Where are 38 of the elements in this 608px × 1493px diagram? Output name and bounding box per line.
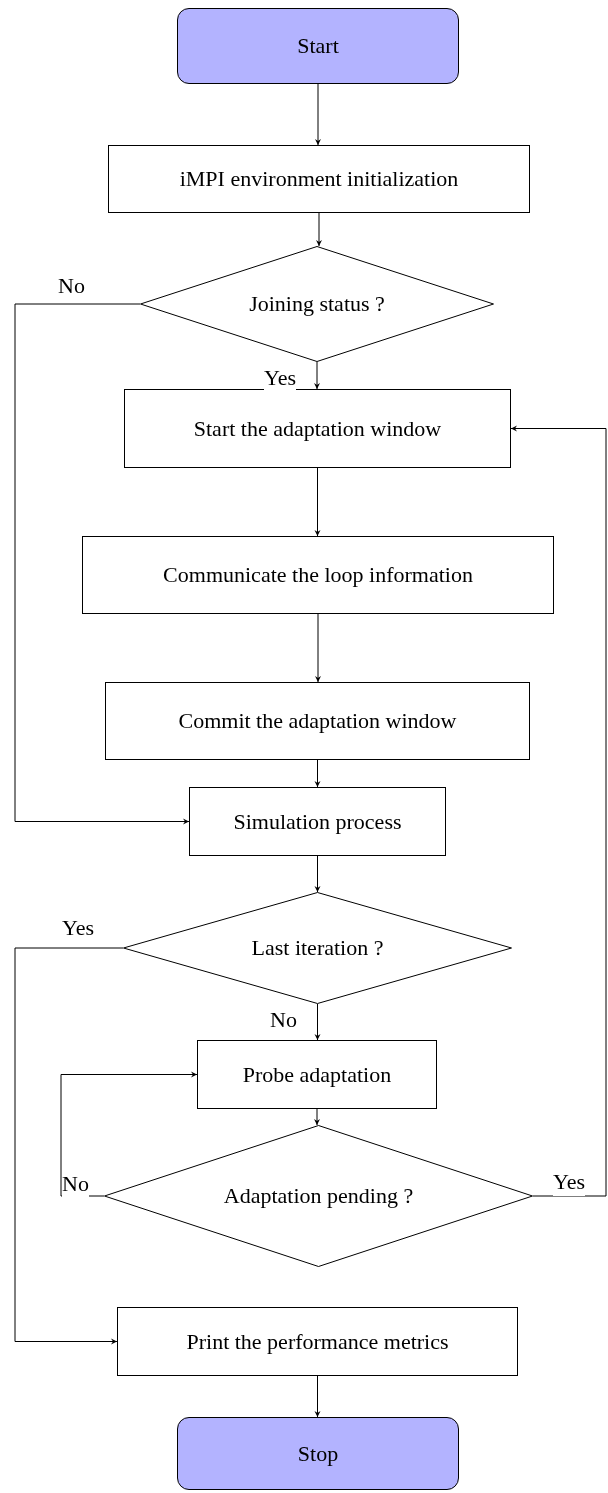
arrow [314, 1108, 320, 1126]
decision-diamond [104, 1125, 533, 1267]
terminal-box [177, 1417, 459, 1490]
decision-diamond [123, 892, 512, 1004]
node-label: Probe adaptation [242, 1060, 392, 1089]
arrow [14, 303, 190, 825]
arrow [316, 212, 322, 247]
arrow [60, 1071, 198, 1197]
arrow [314, 467, 321, 537]
node-label: Last iteration ? [251, 934, 384, 962]
arrow [314, 361, 320, 390]
terminal-box [177, 8, 459, 84]
process-box [108, 145, 530, 213]
process-box [117, 1307, 518, 1376]
node-label: iMPI environment initialization [179, 165, 459, 193]
node-label: Communicate the loop information [163, 561, 473, 589]
node-label: Start [297, 32, 339, 60]
node-label: Commit the adaptation window [178, 707, 457, 735]
node-label: Stop [297, 1439, 339, 1468]
process-box [197, 1040, 437, 1109]
arrow [314, 1003, 321, 1041]
arrow [14, 947, 124, 1345]
decision-diamond [140, 246, 494, 362]
node-label: Print the performance metrics [186, 1327, 449, 1356]
process-box [124, 389, 511, 468]
node-label: Joining status ? [249, 290, 385, 318]
process-box [189, 787, 446, 856]
arrow [314, 759, 321, 788]
node-label: Adaptation pending ? [223, 1182, 414, 1210]
process-box [82, 536, 554, 614]
node-label: Start the adaptation window [193, 414, 442, 443]
arrow [314, 1375, 321, 1418]
node-label: Simulation process [233, 807, 402, 836]
arrow [510, 425, 607, 1197]
arrow [314, 855, 321, 893]
arrow [315, 83, 321, 146]
arrow [315, 613, 321, 683]
process-box [105, 682, 530, 760]
